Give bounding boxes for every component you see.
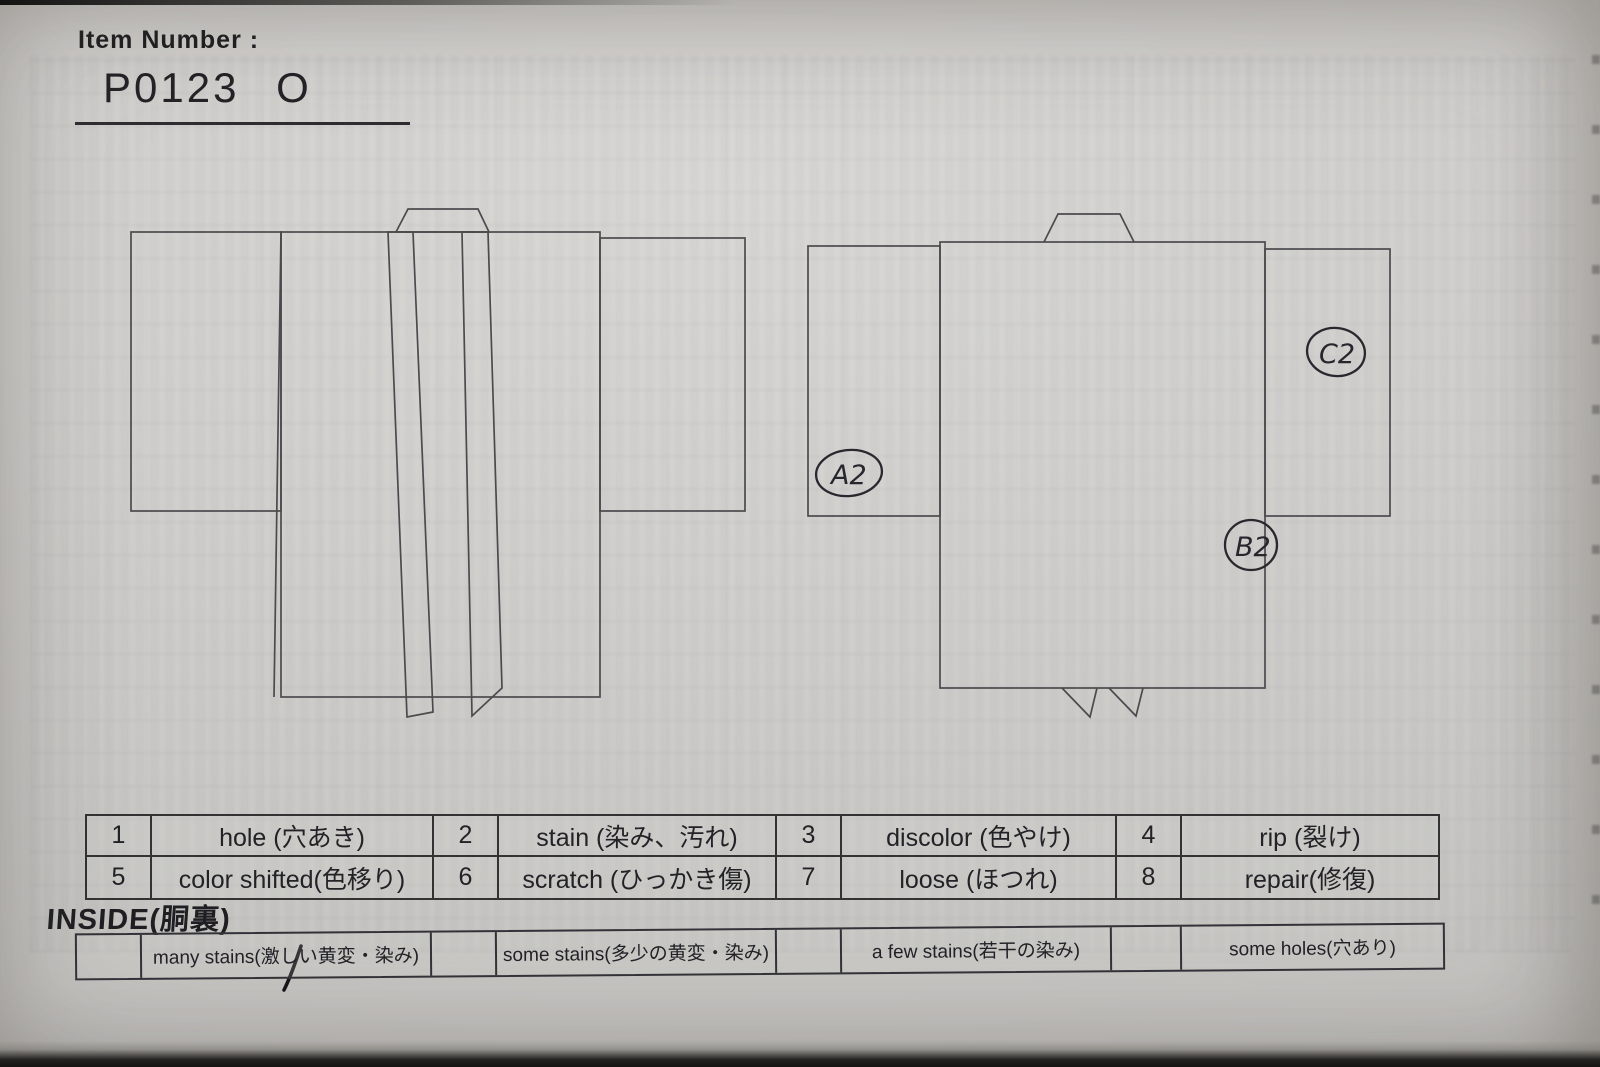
inside-check-cell <box>776 929 843 973</box>
item-number-value: P0123 O <box>75 62 410 125</box>
annotation-circle-b2 <box>1223 518 1279 572</box>
kimono-back-diagram <box>807 213 1391 719</box>
inside-check-cell <box>76 934 143 979</box>
legend-code: 3 <box>777 816 842 857</box>
inside-option-label: some holes(穴あり) <box>1228 938 1396 961</box>
legend-label: discolor (色やけ) <box>842 816 1117 857</box>
inside-option-label: a few stains(若干の染み) <box>841 927 1113 973</box>
legend-code: 5 <box>87 857 152 898</box>
inside-option-label: many stains(激しい黄変・染み) <box>141 932 433 978</box>
item-number-label: Item Number : <box>78 26 260 54</box>
legend-label: hole (穴あき) <box>152 816 434 857</box>
front-collar-flap <box>394 208 491 233</box>
front-collar-band-right <box>461 231 503 718</box>
back-right-sleeve <box>1264 248 1391 517</box>
annotation-label-c2: C2 <box>1319 339 1355 370</box>
annotation-circle-a2 <box>814 448 884 498</box>
front-collar-band-left <box>387 231 434 719</box>
legend-code: 4 <box>1117 816 1182 857</box>
legend-code: 2 <box>434 816 499 857</box>
defect-legend-table: 1 hole (穴あき) 2 stain (染み、汚れ) 3 discolor … <box>85 814 1440 900</box>
back-body <box>939 241 1266 689</box>
front-left-panel-seam <box>273 231 282 698</box>
front-body <box>280 231 601 698</box>
legend-label: stain (染み、汚れ) <box>499 816 777 857</box>
scan-edge-top <box>0 0 736 5</box>
kimono-front-diagram <box>130 208 746 719</box>
legend-code: 8 <box>1117 857 1182 898</box>
back-left-sleeve <box>807 245 941 517</box>
annotation-label-b2: B2 <box>1235 532 1271 563</box>
scan-edge-bottom <box>0 1041 1600 1067</box>
annotation-circle-c2 <box>1305 326 1367 378</box>
inside-option-label: some stains(多少の黄変・染み) <box>496 929 778 976</box>
legend-code: 6 <box>434 857 499 898</box>
back-collar-flap <box>1043 213 1135 243</box>
inside-check-cell <box>431 932 498 976</box>
inside-condition-table: many stains(激しい黄変・染み) some stains(多少の黄変・… <box>74 922 1446 981</box>
legend-label: rip (裂け) <box>1182 816 1438 857</box>
scan-edge-right-marks <box>1592 55 1600 935</box>
back-hem-vent-left <box>1061 687 1098 719</box>
legend-code: 1 <box>87 816 152 857</box>
legend-label: loose (ほつれ) <box>842 857 1117 898</box>
legend-label: repair(修復) <box>1244 865 1376 894</box>
back-hem-vent-right <box>1108 687 1144 718</box>
legend-label: scratch (ひっかき傷) <box>499 857 777 898</box>
inside-check-cell <box>1111 926 1183 971</box>
legend-code: 7 <box>777 857 842 898</box>
front-right-sleeve <box>599 237 746 512</box>
annotation-label-a2: A2 <box>829 460 867 491</box>
front-left-sleeve <box>130 231 282 512</box>
legend-label: color shifted(色移り) <box>152 857 434 898</box>
